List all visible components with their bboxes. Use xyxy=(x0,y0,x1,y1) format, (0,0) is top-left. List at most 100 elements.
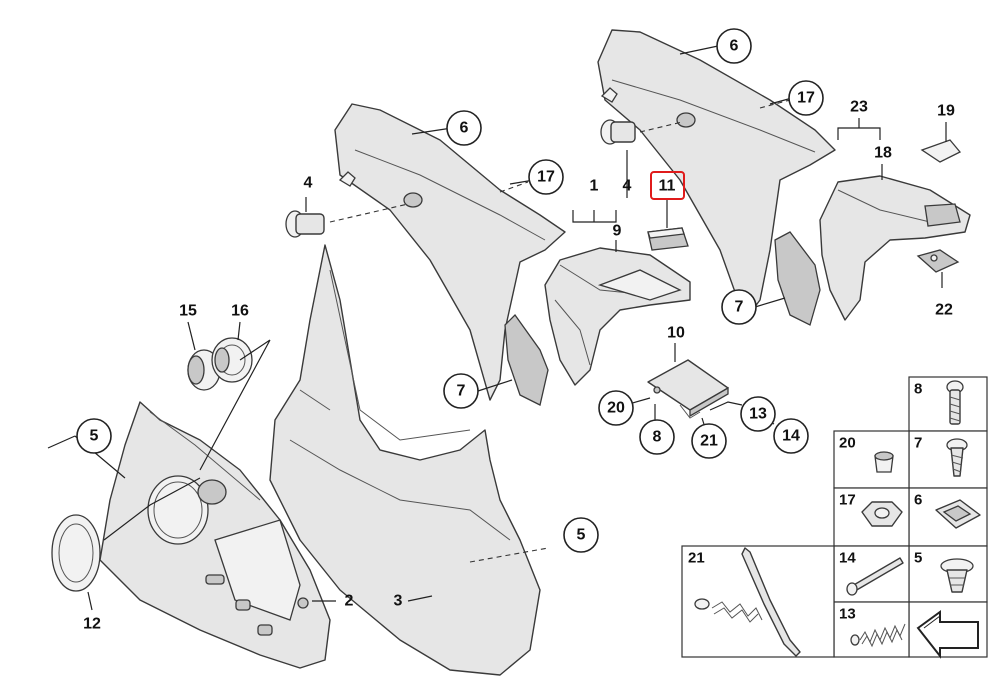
svg-text:8: 8 xyxy=(653,429,662,446)
label-1: 1 xyxy=(590,178,599,195)
label-4a: 4 xyxy=(304,175,313,192)
svg-text:7: 7 xyxy=(457,383,466,400)
svg-text:17: 17 xyxy=(797,90,815,107)
grid-cell-20 xyxy=(833,430,910,489)
pillar-clip-hole-left xyxy=(403,192,423,208)
direction-arrow xyxy=(916,610,979,659)
cover-9 xyxy=(544,247,691,386)
svg-text:7: 7 xyxy=(735,299,744,316)
svg-text:11: 11 xyxy=(659,178,676,195)
clip-6-drawing xyxy=(935,499,981,529)
screw-8-drawing xyxy=(946,380,964,425)
svg-text:21: 21 xyxy=(700,433,718,450)
clip-4-left xyxy=(285,210,325,238)
pillar-clip-right xyxy=(600,87,618,103)
mount-hole xyxy=(297,597,309,609)
callout-13: 13 xyxy=(740,396,776,432)
grid-label-13: 13 xyxy=(839,605,856,622)
clip-4-right xyxy=(600,119,636,145)
grommet-16 xyxy=(211,337,253,383)
front-panel-assembly xyxy=(51,401,331,669)
svg-text:20: 20 xyxy=(607,400,625,417)
label-3: 3 xyxy=(394,593,403,610)
hardware-grid: 8 20 7 17 6 21 14 5 13 xyxy=(681,376,988,659)
pillar-clip-left xyxy=(338,171,356,187)
gauge-opening-rim xyxy=(153,481,203,539)
label-19: 19 xyxy=(937,103,955,120)
label-9: 9 xyxy=(613,223,622,240)
pillar-trim-right-crease xyxy=(611,79,816,153)
grid-label-5: 5 xyxy=(914,549,922,566)
grid-label-6: 6 xyxy=(914,491,922,508)
grid-cell-7 xyxy=(908,430,988,489)
spring-rod-21-drawing xyxy=(694,547,801,657)
panel-contour-2 xyxy=(289,439,511,541)
callout-8: 8 xyxy=(639,419,675,455)
side-panel-assembly xyxy=(269,244,541,676)
side-panel xyxy=(269,244,541,676)
pillar-trim-left-foot xyxy=(504,313,549,406)
svg-text:13: 13 xyxy=(749,406,767,423)
callout-7a: 7 xyxy=(443,373,479,409)
grid-label-8: 8 xyxy=(914,380,922,397)
label-11-highlighted: 11 xyxy=(650,171,685,200)
label-4b: 4 xyxy=(623,178,632,195)
svg-text:6: 6 xyxy=(730,38,739,55)
callout-5a: 5 xyxy=(76,418,112,454)
trim-ring-inner xyxy=(58,523,94,583)
label-18: 18 xyxy=(874,145,892,162)
callout-21: 21 xyxy=(691,423,727,459)
pin-14-drawing xyxy=(846,557,904,596)
label-12: 12 xyxy=(83,616,101,633)
cap-11 xyxy=(647,227,689,251)
leader-lines xyxy=(47,45,947,611)
label-22: 22 xyxy=(935,302,953,319)
grid-label-14: 14 xyxy=(839,549,856,566)
pillar-trim-left xyxy=(334,103,566,406)
callout-14: 14 xyxy=(773,418,809,454)
pillar-trim-right-foot xyxy=(774,231,821,326)
grid-label-20: 20 xyxy=(839,434,856,451)
bushing-20-drawing xyxy=(874,451,894,473)
label-23: 23 xyxy=(850,99,868,116)
label-15: 15 xyxy=(179,303,197,320)
label-10: 10 xyxy=(667,325,685,342)
grid-label-7: 7 xyxy=(914,434,922,451)
label-16: 16 xyxy=(231,303,249,320)
panel-contour-1 xyxy=(329,269,471,441)
small-opening xyxy=(197,479,227,505)
callout-5b: 5 xyxy=(563,517,599,553)
gauge-opening xyxy=(147,475,209,545)
callout-6b: 6 xyxy=(716,28,752,64)
callout-20: 20 xyxy=(598,390,634,426)
spring-13-drawing xyxy=(850,623,906,648)
svg-text:5: 5 xyxy=(577,527,586,544)
panel-edge xyxy=(149,411,261,501)
svg-text:6: 6 xyxy=(460,120,469,137)
cap-19 xyxy=(920,139,962,163)
clip-5-drawing xyxy=(940,558,974,593)
cap-22 xyxy=(916,249,960,273)
pillar-trim-right xyxy=(597,29,836,326)
callout-17b: 17 xyxy=(788,80,824,116)
svg-text:14: 14 xyxy=(782,428,800,445)
cover-18 xyxy=(819,175,971,321)
trim-ring xyxy=(51,514,101,592)
display-window xyxy=(214,519,301,621)
svg-text:5: 5 xyxy=(90,428,99,445)
pillar-trim-right-body xyxy=(597,29,836,321)
label-2: 2 xyxy=(345,593,354,610)
grid-label-21: 21 xyxy=(688,549,705,566)
pillar-clip-hole-right xyxy=(676,112,696,128)
pillar-trim-left-crease xyxy=(354,149,546,241)
switch-slot-2 xyxy=(235,599,251,611)
callout-6a: 6 xyxy=(446,110,482,146)
arrow-icon xyxy=(916,610,979,659)
pillar-trim-left-body xyxy=(334,103,566,401)
panel-contour-3 xyxy=(299,389,331,411)
lid-10 xyxy=(647,359,729,419)
switch-slot-3 xyxy=(257,624,273,636)
assembly-lines xyxy=(329,99,791,563)
